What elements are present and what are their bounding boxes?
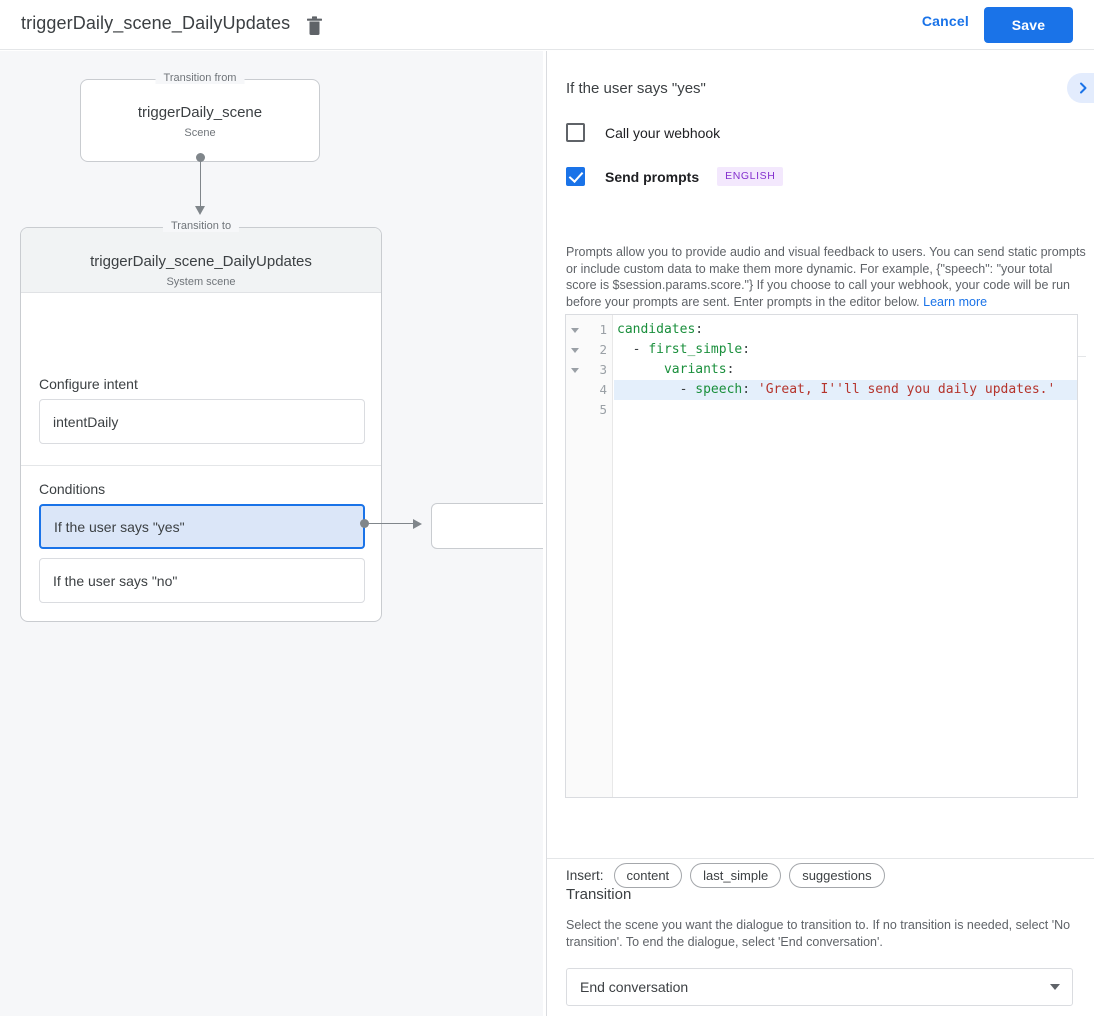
code-token-plain: : — [742, 382, 758, 397]
code-line-number: 3 — [599, 362, 607, 377]
transition-from-card[interactable]: Transition from triggerDaily_scene Scene — [80, 72, 320, 162]
insert-chip-last-simple[interactable]: last_simple — [690, 863, 782, 888]
configure-intent-label: Configure intent — [39, 376, 138, 392]
connector-dot-condition — [360, 519, 369, 528]
intent-value-box[interactable]: intentDaily — [39, 399, 365, 444]
transition-section-title: Transition — [566, 886, 632, 903]
transition-to-card[interactable]: Transition to triggerDaily_scene_DailyUp… — [20, 220, 382, 622]
call-webhook-row[interactable]: Call your webhook — [566, 123, 720, 142]
call-webhook-checkbox[interactable] — [566, 123, 585, 142]
code-token-plain: - — [617, 382, 696, 397]
prompts-description-text: Prompts allow you to provide audio and v… — [566, 245, 1086, 309]
code-fold-toggle[interactable] — [571, 368, 579, 373]
transition-to-legend: Transition to — [162, 220, 240, 232]
conditions-label: Conditions — [39, 481, 106, 497]
code-token-key: first_simple — [648, 342, 743, 357]
panel-section-divider — [547, 858, 1094, 859]
transition-section-description: Select the scene you want the dialogue t… — [566, 918, 1071, 949]
delete-button[interactable] — [303, 14, 325, 36]
language-badge: ENGLISH — [717, 167, 784, 186]
transition-to-header — [21, 228, 381, 293]
editor-line-number-gutter: 1 2 3 4 5 — [586, 315, 613, 797]
code-token-key: candidates — [617, 322, 696, 337]
call-webhook-label: Call your webhook — [605, 124, 721, 141]
cancel-button[interactable]: Cancel — [921, 13, 969, 29]
code-fold-toggle[interactable] — [571, 328, 579, 333]
code-line[interactable] — [614, 400, 1077, 420]
transition-from-legend: Transition from — [155, 72, 245, 84]
learn-more-link[interactable]: Learn more — [923, 294, 988, 309]
transition-from-subtitle: Scene — [184, 127, 216, 139]
transition-select-value: End conversation — [580, 979, 689, 995]
condition-item-no[interactable]: If the user says "no" — [39, 558, 365, 603]
details-panel: If the user says "yes" Call your webhook… — [547, 51, 1094, 1016]
code-line-number: 4 — [599, 382, 607, 397]
code-token-plain: : — [726, 362, 735, 377]
page-title: triggerDaily_scene_DailyUpdates — [21, 13, 291, 33]
send-prompts-row[interactable]: Send prompts ENGLISH — [566, 167, 784, 186]
connector-arrowhead-right — [413, 519, 422, 529]
code-token-plain: - — [617, 342, 649, 357]
connector-line-horizontal — [366, 523, 414, 524]
transition-to-name: triggerDaily_scene_DailyUpdates — [90, 253, 312, 270]
transition-to-subtitle: System scene — [166, 276, 236, 288]
editor-fold-gutter[interactable] — [566, 315, 586, 797]
canvas-edge-gap — [543, 51, 546, 1016]
code-fold-toggle[interactable] — [571, 348, 579, 353]
card-section-divider — [21, 465, 381, 466]
connector-line-vertical — [200, 157, 201, 209]
code-token-plain: : — [742, 342, 751, 357]
chevron-right-icon — [1080, 82, 1087, 94]
code-token-string: 'Great, I''ll send you daily updates.' — [757, 382, 1056, 397]
details-panel-title: If the user says "yes" — [566, 80, 706, 97]
code-token-plain — [617, 362, 664, 377]
code-line-number: 5 — [599, 402, 607, 417]
code-line-number: 1 — [599, 322, 607, 337]
chevron-down-icon — [1050, 984, 1060, 990]
code-token-plain: : — [695, 322, 704, 337]
scene-graph-canvas[interactable]: Transition from triggerDaily_scene Scene… — [0, 51, 591, 1016]
prompt-code-editor[interactable]: 1 2 3 4 5 candidates: - first_simple: varian… — [565, 314, 1078, 798]
condition-item-yes[interactable]: If the user says "yes" — [39, 504, 365, 549]
send-prompts-checkbox[interactable] — [566, 167, 585, 186]
code-token-key: speech — [695, 382, 743, 397]
top-bar: triggerDaily_scene_DailyUpdates Cancel S… — [0, 0, 1094, 50]
transition-from-name: triggerDaily_scene — [137, 104, 263, 121]
send-prompts-label: Send prompts — [605, 168, 700, 185]
code-line-number: 2 — [599, 342, 607, 357]
editor-code-area[interactable]: candidates: - first_simple: variants: - … — [614, 315, 1077, 797]
code-line[interactable]: - speech: 'Great, I''ll send you daily u… — [614, 380, 1077, 400]
panel-vertical-divider — [546, 51, 547, 1016]
insert-label: Insert: — [566, 868, 604, 883]
code-line[interactable]: - first_simple: — [614, 340, 1077, 360]
insert-chips-row: Insert: content last_simple suggestions — [566, 863, 893, 888]
insert-chip-suggestions[interactable]: suggestions — [789, 863, 885, 888]
trash-icon — [306, 15, 322, 35]
collapse-panel-button[interactable] — [1067, 73, 1094, 103]
transition-select[interactable]: End conversation — [566, 968, 1073, 1006]
save-button[interactable]: Save — [984, 7, 1073, 43]
prompts-description: Prompts allow you to provide audio and v… — [566, 244, 1086, 310]
connector-arrowhead-down — [195, 206, 205, 215]
code-line[interactable]: variants: — [614, 360, 1077, 380]
code-line[interactable]: candidates: — [614, 320, 1077, 340]
code-token-key: variants — [663, 362, 727, 377]
insert-chip-content[interactable]: content — [613, 863, 683, 888]
